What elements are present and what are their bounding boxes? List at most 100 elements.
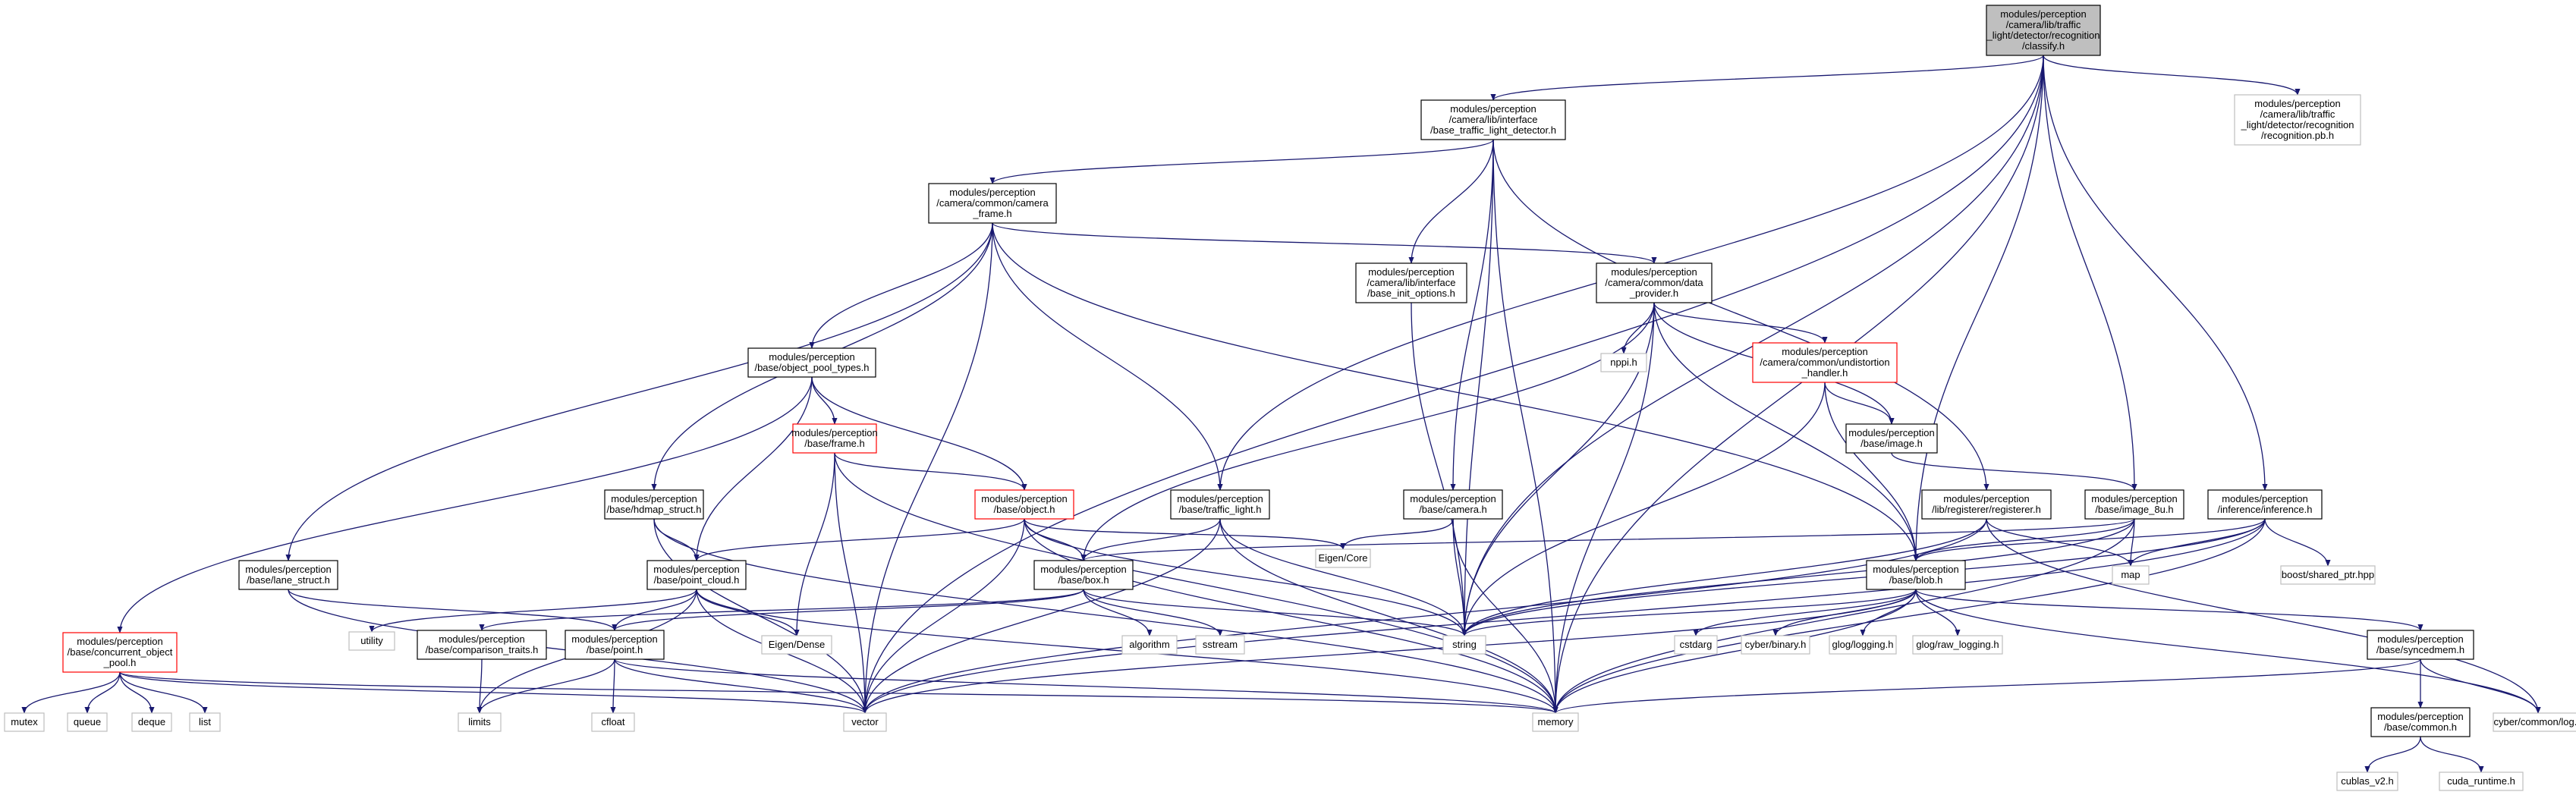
node-point-cloud[interactable]: modules/perception/base/point_cloud.h bbox=[646, 560, 747, 590]
edge-object-to-string bbox=[1024, 518, 1467, 636]
node-frame[interactable]: modules/perception/base/frame.h bbox=[791, 423, 878, 454]
node-label-line: modules/perception bbox=[1873, 564, 1958, 575]
node-label-line: /base_traffic_light_detector.h bbox=[1430, 124, 1556, 136]
node-eigen-core: Eigen/Core bbox=[1315, 548, 1371, 568]
node-box bbox=[417, 630, 547, 660]
node-label-line: /base/object_pool_types.h bbox=[754, 362, 869, 373]
node-point[interactable]: modules/perception/base/point.h bbox=[565, 630, 665, 660]
node-box bbox=[62, 632, 178, 673]
edge-data_provider-to-nppi bbox=[1621, 302, 1655, 354]
edge-point-to-limits bbox=[477, 658, 615, 714]
node-label-line: modules/perception bbox=[245, 564, 331, 575]
edge-base_image-to-image_8u bbox=[1891, 452, 2137, 491]
node-lane-struct[interactable]: modules/perception/base/lane_struct.h bbox=[238, 560, 338, 590]
node-label-line: modules/perception bbox=[1782, 346, 1867, 357]
edge-classify-to-image_8u bbox=[2043, 55, 2137, 491]
node-label-line: /base/point_cloud.h bbox=[654, 574, 740, 586]
node-classify[interactable]: modules/perception/camera/lib/traffic_li… bbox=[1986, 5, 2101, 56]
node-camera[interactable]: modules/perception/base/camera.h bbox=[1403, 489, 1503, 520]
edge-blob-to-vector bbox=[862, 589, 1917, 714]
node-object-pool-types[interactable]: modules/perception/base/object_pool_type… bbox=[747, 347, 876, 378]
node-memory: memory bbox=[1532, 712, 1579, 732]
node-registerer[interactable]: modules/perception/lib/registerer/regist… bbox=[1921, 489, 2052, 520]
edge-blob-to-syncedmem bbox=[1915, 589, 2423, 631]
node-base-image[interactable]: modules/perception/base/image.h bbox=[1845, 423, 1938, 454]
node-box bbox=[1921, 489, 2052, 520]
node-blob[interactable]: modules/perception/base/blob.h bbox=[1866, 560, 1966, 590]
edge-blob-to-cyber_log bbox=[1915, 589, 2541, 714]
node-object[interactable]: modules/perception/base/object.h bbox=[974, 489, 1074, 520]
node-box bbox=[1596, 262, 1713, 303]
node-box bbox=[1420, 99, 1566, 140]
node-box bbox=[1674, 635, 1718, 655]
edge-base_tl_detector-to-registerer bbox=[1492, 139, 1989, 491]
edge-object-to-memory bbox=[1024, 518, 1558, 714]
node-inference[interactable]: modules/perception/inference/inference.h bbox=[2207, 489, 2323, 520]
node-box[interactable]: modules/perception/base/box.h bbox=[1033, 560, 1134, 590]
edge-point-to-cfloat bbox=[610, 658, 616, 714]
edge-frame-to-object bbox=[834, 452, 1027, 491]
node-label-line: modules/perception bbox=[1410, 493, 1496, 504]
node-label-line: memory bbox=[1538, 716, 1574, 727]
node-data-provider[interactable]: modules/perception/camera/common/data_pr… bbox=[1596, 262, 1713, 303]
node-label-line: /camera/common/undistortion bbox=[1760, 357, 1889, 368]
edge-point_cloud-to-utility bbox=[369, 589, 697, 633]
node-cfloat: cfloat bbox=[591, 712, 635, 732]
node-box bbox=[1195, 635, 1245, 655]
edge-camera_frame-to-object_pool_types bbox=[809, 222, 993, 349]
node-comparison-traits[interactable]: modules/perception/base/comparison_trait… bbox=[417, 630, 547, 660]
node-base-tl-detector[interactable]: modules/perception/camera/lib/interface/… bbox=[1420, 99, 1566, 140]
node-concurrent-object-pool[interactable]: modules/perception/base/concurrent_objec… bbox=[62, 632, 178, 673]
node-label-line: modules/perception bbox=[2000, 8, 2086, 20]
node-nppi: nppi.h bbox=[1600, 353, 1647, 372]
edge-undistortion_handler-to-blob bbox=[1824, 382, 1919, 561]
node-box bbox=[2234, 94, 2361, 146]
node-label-line: /base/hdmap_struct.h bbox=[606, 504, 701, 515]
edge-inference-to-vector bbox=[862, 518, 2266, 714]
edge-blob-to-string bbox=[1461, 589, 1917, 636]
node-label-line: boost/shared_ptr.hpp bbox=[2282, 569, 2374, 580]
node-vector: vector bbox=[843, 712, 887, 732]
node-label-line: /base/image_8u.h bbox=[2095, 504, 2173, 515]
edge-classify-to-recognition_pb bbox=[2043, 55, 2301, 96]
node-queue: queue bbox=[67, 712, 108, 732]
node-camera-frame[interactable]: modules/perception/camera/common/camera_… bbox=[928, 183, 1057, 224]
edge-inference-to-string bbox=[1461, 518, 2266, 636]
node-common[interactable]: modules/perception/base/common.h bbox=[2370, 707, 2471, 737]
node-label-line: modules/perception bbox=[611, 493, 697, 504]
node-label-line: _pool.h bbox=[103, 657, 137, 668]
node-box bbox=[2084, 489, 2184, 520]
node-cuda-runtime: cuda_runtime.h bbox=[2439, 771, 2524, 791]
node-hdmap-struct[interactable]: modules/perception/base/hdmap_struct.h bbox=[604, 489, 704, 520]
node-limits: limits bbox=[458, 712, 502, 732]
node-box bbox=[1752, 342, 1898, 383]
edge-box-to-point bbox=[612, 589, 1084, 631]
edge-frame-to-eigen_dense bbox=[794, 452, 835, 636]
node-undistortion-handler[interactable]: modules/perception/camera/common/undisto… bbox=[1752, 342, 1898, 383]
node-eigen-dense: Eigen/Dense bbox=[761, 635, 832, 655]
edge-base_tl_detector-to-memory bbox=[1492, 139, 1558, 714]
node-box bbox=[843, 712, 887, 732]
node-cublas: cublas_v2.h bbox=[2336, 771, 2398, 791]
node-label-line: glog/logging.h bbox=[1832, 639, 1894, 650]
node-traffic-light[interactable]: modules/perception/base/traffic_light.h bbox=[1170, 489, 1270, 520]
edge-classify-to-vector bbox=[862, 55, 2044, 714]
node-label-line: modules/perception bbox=[1040, 564, 1126, 575]
node-label-line: cyber/binary.h bbox=[1745, 639, 1807, 650]
node-box bbox=[1033, 560, 1134, 590]
node-label-line: map bbox=[2121, 569, 2140, 580]
edge-data_provider-to-blob bbox=[1653, 302, 1919, 561]
node-base-init-options[interactable]: modules/perception/camera/lib/interface/… bbox=[1355, 262, 1467, 303]
node-label-line: /camera/lib/interface bbox=[1367, 277, 1455, 288]
node-label-line: cfloat bbox=[601, 716, 624, 727]
node-label-line: /camera/common/data bbox=[1605, 277, 1703, 288]
node-label-line: modules/perception bbox=[2377, 711, 2463, 722]
node-box bbox=[131, 712, 172, 732]
node-cstdarg: cstdarg bbox=[1674, 635, 1718, 655]
node-box bbox=[2439, 771, 2524, 791]
node-syncedmem[interactable]: modules/perception/base/syncedmem.h bbox=[2367, 630, 2474, 660]
node-label-line: algorithm bbox=[1129, 639, 1169, 650]
node-label-line: /base/image.h bbox=[1860, 438, 1923, 449]
edge-traffic_light-to-memory bbox=[1219, 518, 1558, 714]
node-image-8u[interactable]: modules/perception/base/image_8u.h bbox=[2084, 489, 2184, 520]
